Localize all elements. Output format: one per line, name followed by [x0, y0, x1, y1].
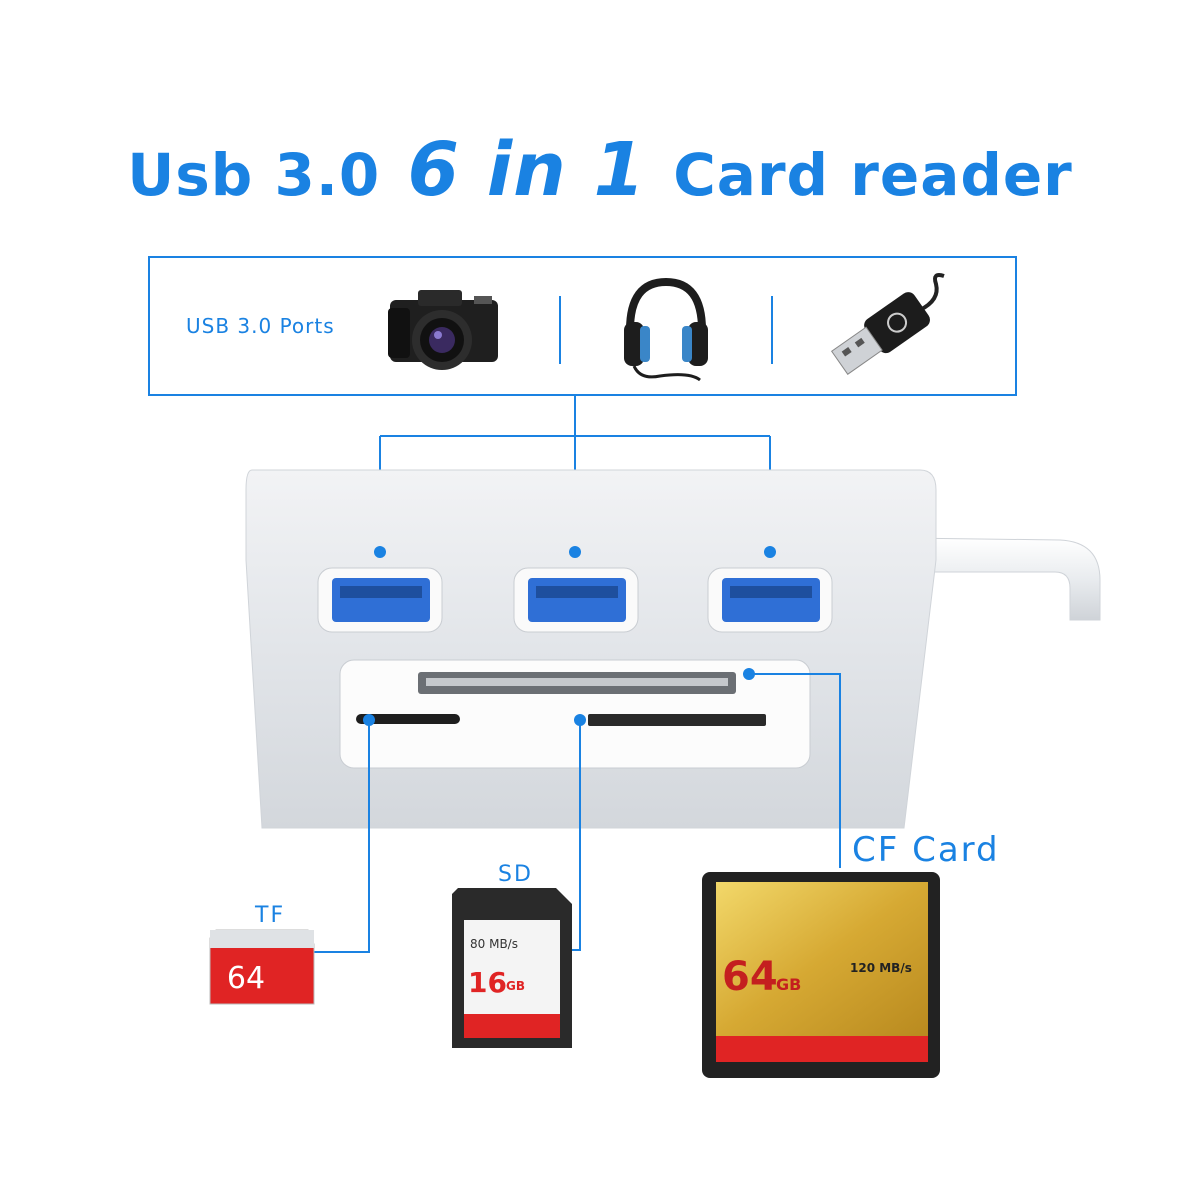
sd-card-image: 80 MB/s 16 GB: [452, 888, 572, 1048]
cf-capacity-unit: GB: [776, 975, 801, 994]
headphones-icon: [624, 277, 708, 382]
title-part-usb: Usb 3.0: [127, 141, 381, 209]
sd-slot: [588, 714, 766, 726]
title-part-6in1: 6 in 1: [407, 127, 647, 213]
tf-capacity: 64: [227, 961, 265, 996]
usb-ports-label: USB 3.0 Ports: [186, 314, 335, 338]
port-dot-2: [569, 546, 581, 558]
hub-body: [245, 469, 937, 829]
usb-port-1: [317, 567, 443, 633]
cf-speed: 120 MB/s: [850, 961, 912, 975]
page-title: Usb 3.0 6 in 1 Card reader: [0, 128, 1200, 217]
tf-label: TF: [255, 903, 286, 928]
card-connector-lines: [314, 673, 841, 953]
tf-slot: [356, 714, 460, 724]
sd-label: SD: [498, 862, 533, 887]
tf-card-image: 64: [209, 929, 315, 1005]
usb-port-2: [513, 567, 639, 633]
camera-icon: [388, 290, 498, 370]
sd-capacity-unit: GB: [506, 979, 525, 993]
cf-card-image: 64 GB 120 MB/s: [702, 872, 940, 1078]
cf-label: CF Card: [852, 830, 1000, 870]
usb-plug-icon: [830, 273, 945, 375]
usb-port-3: [707, 567, 833, 633]
sd-capacity-num: 16: [468, 966, 507, 999]
port-dot-1: [374, 546, 386, 558]
port-dot-3: [764, 546, 776, 558]
cf-capacity-num: 64: [722, 954, 778, 1000]
title-part-card-reader: Card reader: [673, 141, 1073, 209]
sd-speed: 80 MB/s: [470, 937, 518, 951]
